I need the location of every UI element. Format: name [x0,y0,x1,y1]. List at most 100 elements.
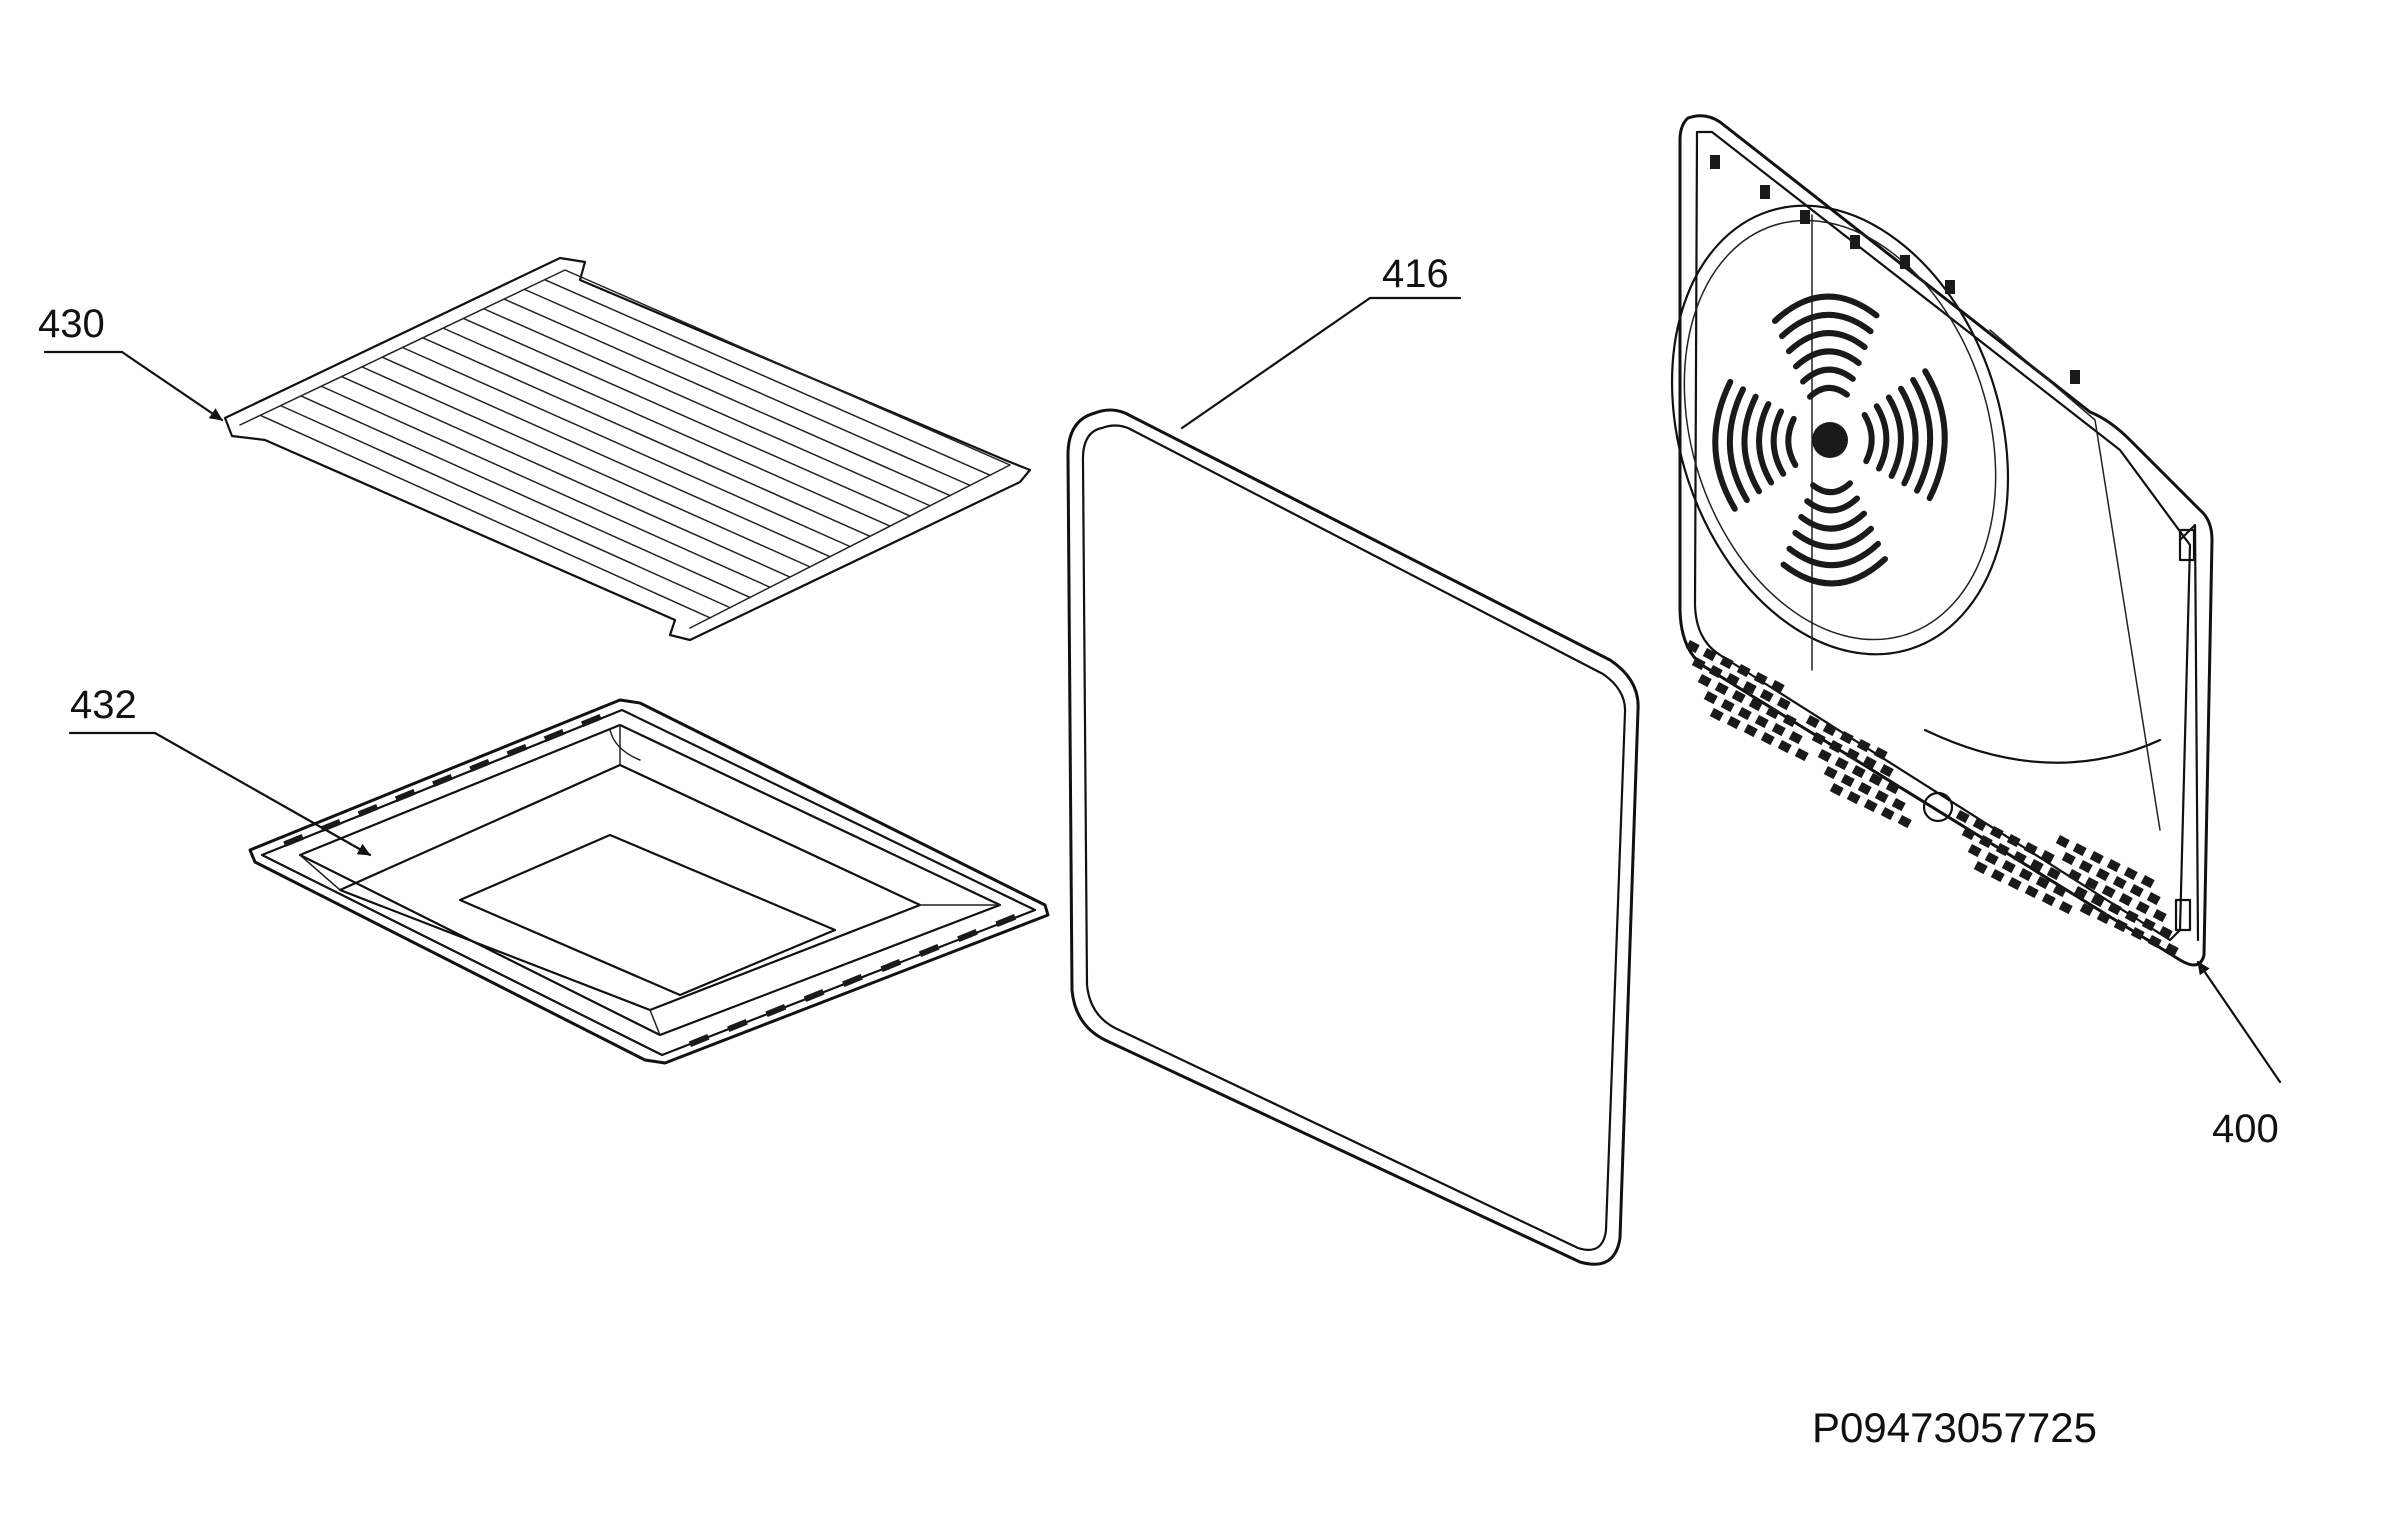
vent-hole [1863,799,1878,813]
vent-hole [1776,697,1791,711]
vent-hole [2090,894,2105,908]
fan-arc [1873,403,1890,472]
vent-hole [1714,681,1729,696]
vent-hole [2106,859,2121,873]
panel-vent-holes [1685,640,2179,957]
fan-arc [1741,393,1762,495]
vent-hole [1868,773,1883,787]
wire-shelf-430 [223,256,1032,642]
shelf-wire [300,395,751,599]
vent-hole [2058,901,2073,915]
fan-arc [1786,330,1868,355]
fan-arc [1786,540,1881,569]
vent-hole [1984,851,1999,866]
vent-hole [1851,764,1866,779]
vent-hole [1811,732,1826,746]
vent-hole [2040,850,2055,864]
vent-hole [1697,673,1712,688]
vent-hole [1725,673,1740,687]
vent-hole [2112,875,2127,890]
vent-hole [1742,681,1757,695]
fan-arc [1772,293,1880,324]
vent-hole [2141,918,2156,932]
vent-hole [2029,858,2044,873]
panel-hole [1945,280,1955,294]
vent-hole [1817,749,1832,763]
tray-slot [688,1033,710,1048]
tray-slot [727,1018,748,1033]
callout-label-400: 400 [2212,1107,2279,1151]
panel-top-holes [1710,155,2080,384]
vent-hole [1961,826,1976,841]
vent-hole [1703,691,1718,705]
tray-slot [394,788,416,803]
vent-hole [1720,699,1735,713]
vent-hole [2073,886,2088,900]
vent-hole [1839,730,1854,745]
fan-arc [1804,495,1860,514]
vent-hole [1880,807,1895,821]
tray-slot [506,743,528,758]
back-panel-400 [1670,114,2214,967]
vent-hole [2079,902,2094,917]
vent-hole [2067,868,2082,883]
shelf-wire [483,308,931,507]
vent-hole [1846,791,1861,805]
vent-hole [1885,781,1900,795]
callout-leader-430 [43,350,224,422]
tray-slot [918,943,940,958]
shelf-wire [442,327,891,527]
vent-hole [2129,884,2144,898]
vent-hole [1823,765,1838,780]
tray-slot [803,988,825,1003]
tray-slot [283,833,305,848]
fan-arc [1779,311,1874,340]
fan-arc [1793,348,1862,370]
shelf-wire [259,414,711,619]
callout-leader-432 [68,731,372,857]
vent-hole [1967,844,1982,858]
door-seal-416 [1066,408,1640,1266]
vent-hole [1972,818,1987,832]
vent-hole [2012,851,2027,865]
vent-hole [2089,851,2104,865]
vent-hole [2052,883,2067,898]
vent-hole [1995,843,2010,857]
fan-arc [1922,368,1948,502]
shelf-wires [259,278,991,619]
fan-hub [1812,422,1848,458]
vent-hole [1794,748,1809,762]
vent-hole [1760,732,1775,746]
vent-hole [2130,927,2145,941]
tray-slot [432,773,453,788]
vent-hole [1748,698,1763,712]
vent-hole [1708,665,1723,679]
fan-arc [1861,412,1875,465]
vent-hole [1691,657,1706,671]
vent-hole [1765,705,1780,720]
shelf-wire [279,404,731,609]
tray-slot [880,958,902,973]
vent-hole [1857,782,1872,796]
tray-slot [543,728,565,743]
vent-hole [2152,909,2167,923]
panel-hole [1850,235,1860,249]
vent-hole [1856,738,1871,753]
vent-hole [1702,647,1717,662]
drawing-code: P09473057725 [1812,1404,2097,1451]
vent-hole [2135,901,2150,915]
panel-hole [1900,255,1910,269]
vent-hole [1989,825,2004,840]
fan-arc [1785,415,1799,468]
vent-hole [2164,943,2179,957]
shelf-wire [361,366,811,568]
vent-hole [1829,783,1844,797]
vent-hole [2146,892,2161,906]
vent-hole [2041,892,2056,907]
tray-slot [842,973,863,988]
vent-hole [2006,833,2021,848]
vent-hole [2123,866,2138,881]
vent-hole [1978,834,1993,849]
fan-arc [1898,385,1919,487]
vent-hole [2124,910,2139,924]
